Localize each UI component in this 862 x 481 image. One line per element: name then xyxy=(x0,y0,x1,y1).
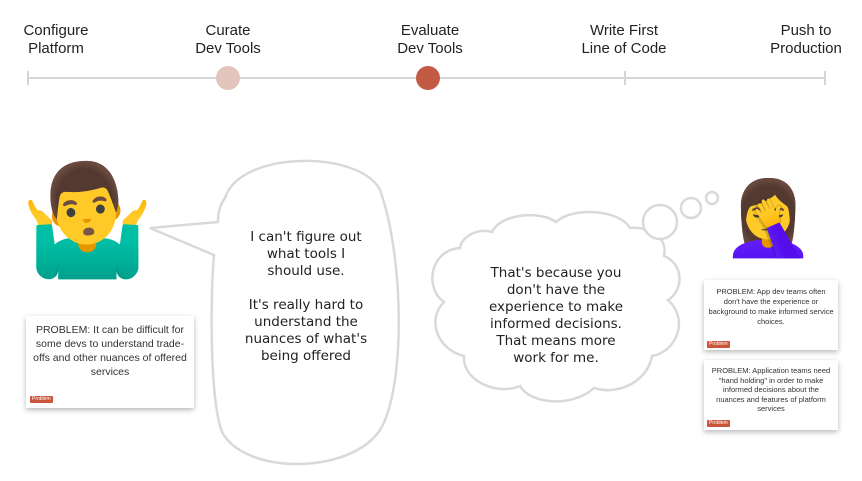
step-label-configure: Configure Platform xyxy=(23,22,89,57)
step-label-push: Push to Production xyxy=(770,22,842,57)
journey-timeline xyxy=(27,66,826,90)
developer-problem-card: PROBLEM: It can be difficult for some de… xyxy=(26,316,194,408)
step-marker-curate[interactable] xyxy=(216,66,240,90)
operator-problem-text-1: PROBLEM: App dev teams often don't have … xyxy=(708,287,834,326)
step-label-curate: Curate Dev Tools xyxy=(195,22,261,57)
operator-facepalm-emoji: 🤦‍♀️ xyxy=(722,176,815,259)
operator-problem-card-1: PROBLEM: App dev teams often don't have … xyxy=(704,280,838,350)
operator-problem-card-2: PROBLEM: Application teams need "hand ho… xyxy=(704,360,838,430)
operator-thought-text: That's because you don't have the experi… xyxy=(488,265,624,366)
developer-problem-text: PROBLEM: It can be difficult for some de… xyxy=(33,324,187,378)
problem-tag: Problem xyxy=(707,420,730,427)
speech-bubble xyxy=(149,159,400,466)
step-marker-evaluate[interactable] xyxy=(416,66,440,90)
developer-shrug-emoji: 🤷‍♂️ xyxy=(20,159,155,280)
step-label-evaluate: Evaluate Dev Tools xyxy=(397,22,463,57)
thought-dot-small xyxy=(704,190,720,206)
developer-speech-text: I can't figure out what tools I should u… xyxy=(244,229,368,364)
operator-problem-text-2: PROBLEM: Application teams need "hand ho… xyxy=(711,366,831,413)
thought-bubble xyxy=(431,210,681,403)
thought-dot-medium xyxy=(679,196,703,220)
problem-tag: Problem xyxy=(707,341,730,348)
thought-dot-large xyxy=(641,203,679,241)
step-label-write-code: Write First Line of Code xyxy=(581,22,667,57)
problem-tag: Problem xyxy=(30,396,53,403)
